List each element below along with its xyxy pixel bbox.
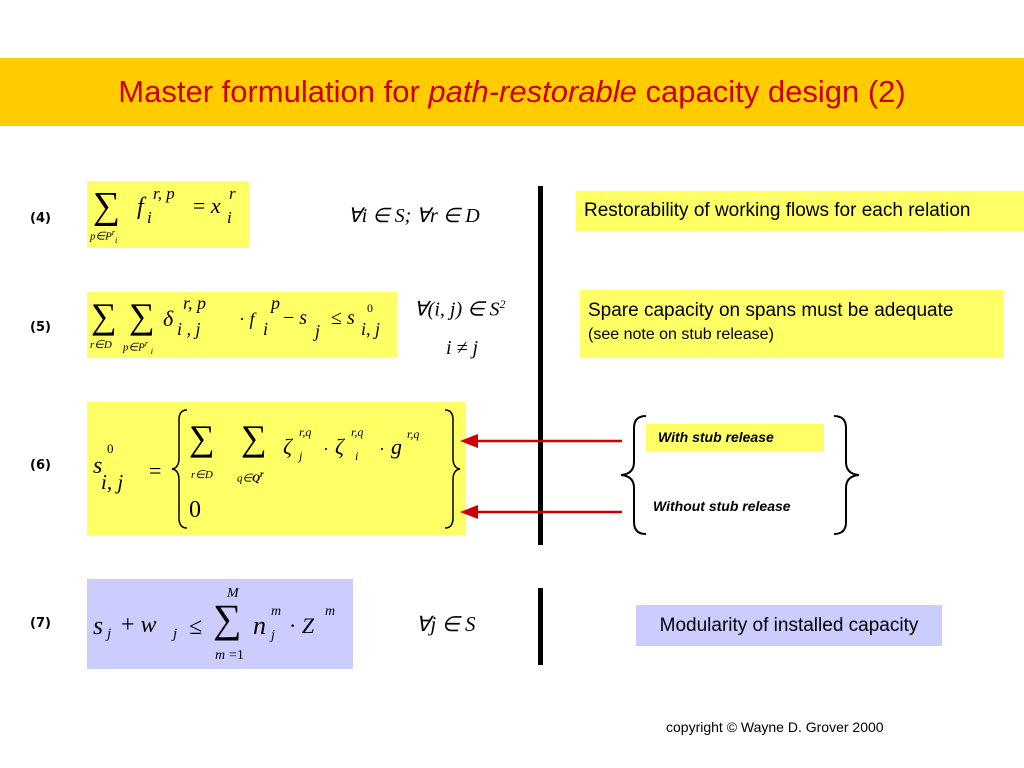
- eq7-condition: ∀j ∈ S: [416, 612, 476, 636]
- eq4-condition: ∀i ∈ S; ∀r ∈ D: [348, 205, 480, 227]
- eq6-number: (6): [30, 458, 51, 473]
- with-stub-box: [646, 424, 824, 452]
- eq4-formula-box: ∑ p∈Pri f r, p i = x r i: [87, 181, 249, 248]
- eq5-number: (5): [30, 320, 51, 335]
- title-band: [0, 58, 1024, 126]
- stub-left-brace: [620, 415, 647, 535]
- restorability-note: Restorability of working flows for each …: [576, 191, 1024, 231]
- vertical-divider-bottom: [538, 588, 543, 665]
- eq5-condition-line1: ∀(i, j) ∈ S2: [414, 297, 506, 321]
- spare-capacity-line1: Spare capacity on spans must be adequate: [588, 300, 954, 321]
- eq4-number: (4): [30, 211, 51, 226]
- arrow-without-stub: [460, 505, 622, 519]
- eq7-formula-box: s j + w j ≤ ∑ M m =1 n m j · Z m: [87, 579, 353, 669]
- vertical-divider-top: [538, 186, 543, 545]
- copyright: copyright © Wayne D. Grover 2000: [666, 719, 884, 735]
- title-text-italic: path-restorable: [428, 74, 637, 109]
- eq5-condition-line2: i ≠ j: [446, 337, 479, 359]
- eq5-formula-box: ∑ ∑ r∈D p∈Pr i δ r, p i , j · f p i − s …: [87, 292, 397, 358]
- spare-capacity-line2: (see note on stub release): [588, 326, 774, 343]
- eq7-number: (7): [30, 616, 51, 631]
- with-stub-label: With stub release: [658, 429, 774, 445]
- eq6-formula-box: s 0 i, j = ∑ ∑ r∈D q∈Qr ζ r,q j · ζ r,q …: [87, 402, 466, 535]
- without-stub-label: Without stub release: [653, 498, 791, 514]
- modularity-note: Modularity of installed capacity: [636, 605, 942, 646]
- spare-capacity-note: Spare capacity on spans must be adequate…: [580, 290, 1004, 358]
- title-text-end: capacity design (2): [636, 74, 906, 109]
- arrow-with-stub: [460, 434, 622, 448]
- eq6-left-brace: [171, 409, 188, 529]
- eq6-right-brace: [444, 409, 461, 529]
- title-text-start: Master formulation for: [118, 74, 429, 109]
- stub-right-brace: [833, 415, 860, 535]
- slide-title: Master formulation for path-restorable c…: [0, 74, 1024, 110]
